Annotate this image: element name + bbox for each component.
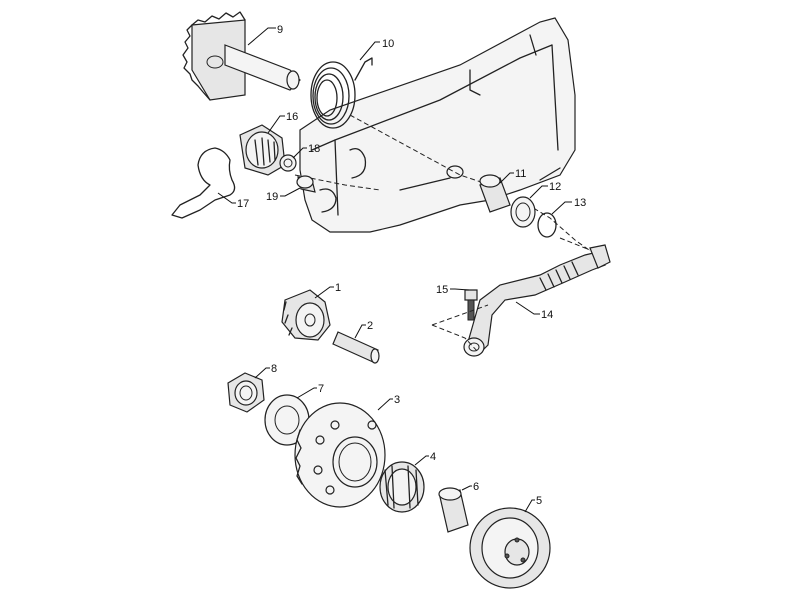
part-6-bushing: [438, 487, 469, 533]
part-19-bushing: [296, 175, 316, 193]
part-8-nut: [227, 372, 265, 413]
crankcase-cover: [299, 17, 576, 233]
callout-5: 5: [536, 495, 542, 507]
part-4-bearing: [379, 461, 425, 513]
callout-9: 9: [277, 24, 283, 36]
part-13-circlip: [537, 212, 557, 238]
callout-12: 12: [549, 181, 561, 193]
assembly-line-lever-3: [559, 237, 591, 251]
callout-11: 11: [515, 168, 526, 180]
callout-2: 2: [367, 320, 373, 332]
part-3-gear-plate: [294, 402, 386, 508]
callout-15: 15: [436, 284, 448, 296]
assembly-line-lever-2: [431, 324, 479, 353]
part-7-washer: [264, 394, 310, 446]
part-2-pin: [332, 331, 380, 364]
callout-17: 17: [237, 198, 249, 210]
part-9-kick-shaft: [182, 11, 301, 101]
callout-6: 6: [473, 481, 479, 493]
part-18-washer: [279, 154, 297, 172]
part-17-clip: [171, 147, 236, 219]
callout-14: 14: [541, 309, 553, 321]
part-10-spring: [310, 57, 373, 129]
assembly-line-lever-1: [431, 304, 489, 326]
callouts: 9 10 16 18 19 17 11 12 13 15 14 1 2 8 7 …: [217, 24, 586, 513]
callout-18: 18: [308, 143, 320, 155]
part-11-bushing: [479, 174, 511, 213]
callout-19: 19: [266, 191, 278, 203]
part-15-bolt: [464, 289, 478, 321]
callout-1: 1: [335, 282, 341, 294]
callout-16: 16: [286, 111, 298, 123]
callout-3: 3: [394, 394, 400, 406]
part-12-seal: [510, 196, 536, 228]
part-14-kick-lever: [463, 244, 611, 357]
callout-8: 8: [271, 363, 277, 375]
part-5-drum: [469, 507, 551, 589]
callout-4: 4: [430, 451, 436, 463]
callout-13: 13: [574, 197, 586, 209]
part-16-ratchet: [239, 124, 286, 176]
callout-10: 10: [382, 38, 394, 50]
callout-7: 7: [318, 383, 324, 395]
part-1-gear: [281, 289, 331, 341]
